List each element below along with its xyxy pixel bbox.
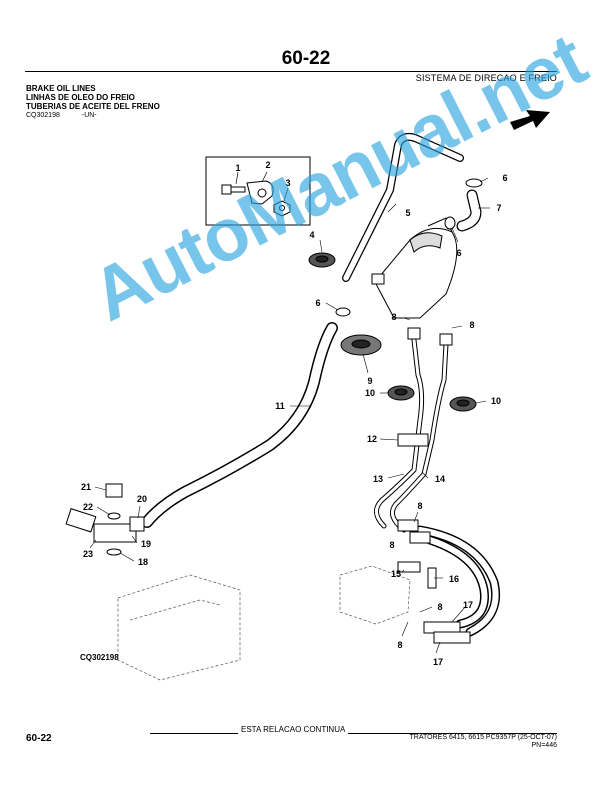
callout-7: 7 [496, 203, 501, 213]
elbow-hose-7 [456, 189, 482, 232]
callout-6b: 6 [456, 248, 461, 258]
callout-8c: 8 [417, 501, 422, 511]
callout-8f: 8 [397, 640, 402, 650]
grommet-9 [340, 334, 382, 356]
line-fittings [407, 327, 453, 346]
callout-4: 4 [309, 230, 314, 240]
caption-spanish: TUBERIAS DE ACEITE DEL FRENO [26, 102, 160, 111]
brake-reservoir [371, 217, 458, 319]
bolt-part [221, 184, 246, 195]
callout-16: 16 [449, 574, 459, 584]
hose-11 [141, 322, 338, 528]
callout-15: 15 [391, 569, 401, 579]
hose-clamp-6c [335, 307, 351, 317]
footer-page-number: 60-22 [26, 733, 52, 744]
callout-13: 13 [373, 474, 383, 484]
callout-numbers: 1 2 3 4 5 6 7 6 6 8 8 9 10 10 11 12 13 1… [81, 160, 508, 667]
clamp-part [246, 180, 274, 205]
bracket-15-bolt-16 [397, 561, 437, 589]
callout-23: 23 [83, 549, 93, 559]
callout-11: 11 [275, 401, 285, 411]
caption-english: BRAKE OIL LINES [26, 84, 96, 93]
caption-portuguese: LINHAS DE OLEO DO FREIO [26, 93, 135, 102]
callout-2: 2 [265, 160, 270, 170]
hose-clamp-6b [444, 216, 456, 230]
callout-leaders [89, 177, 490, 654]
figure-code-suffix: -UN- [81, 112, 97, 119]
callout-12: 12 [367, 434, 377, 444]
footer-info: TRATORES 6415, 6615 PC9357P (25-OCT-07) … [410, 734, 557, 750]
hose-clamp-6a [465, 178, 483, 188]
grommet-4 [308, 252, 336, 268]
grommet-10-right [449, 396, 477, 412]
nut-part [273, 200, 291, 217]
publication-info: TRATORES 6415, 6615 PC9357P (25-OCT-07) [409, 734, 557, 741]
figure-reference-bottom: CQ302198 [80, 653, 119, 662]
figure-code: CQ302198 [26, 112, 60, 119]
hose-5 [342, 132, 464, 282]
callout-21: 21 [81, 482, 91, 492]
continues-rule [150, 733, 557, 734]
pn-info: PN=446 [531, 742, 558, 749]
callout-8a: 8 [391, 312, 396, 322]
callout-5: 5 [405, 208, 410, 218]
callout-10b: 10 [491, 396, 501, 406]
frame-outline [117, 565, 411, 681]
callout-8b: 8 [469, 320, 474, 330]
callout-17b: 17 [433, 657, 443, 667]
figure-captions: BRAKE OIL LINES LINHAS DE OLEO DO FREIO … [26, 84, 160, 111]
callout-10a: 10 [365, 388, 375, 398]
page-title: 60-22 [281, 48, 331, 69]
callout-8d: 8 [389, 540, 394, 550]
line-clamp-12 [397, 433, 429, 447]
callout-6c: 6 [315, 298, 320, 308]
callout-1: 1 [235, 163, 240, 173]
valve-assembly [65, 483, 145, 556]
callout-17a: 17 [463, 600, 473, 610]
header-rule [25, 71, 557, 72]
callout-3: 3 [285, 178, 290, 188]
callout-8e: 8 [437, 602, 442, 612]
hose-end-fittings-17 [397, 519, 471, 644]
flex-hoses-17 [415, 525, 501, 637]
callout-18: 18 [138, 557, 148, 567]
inset-box [205, 156, 311, 226]
brake-lines-13-14 [374, 337, 449, 533]
callout-14: 14 [435, 474, 445, 484]
figure-reference-top: CQ302198 -UN- [26, 112, 97, 119]
direction-arrow-icon [510, 110, 550, 130]
callout-22: 22 [83, 502, 93, 512]
section-title: SISTEMA DE DIRECAO E FREIO [415, 73, 557, 83]
callout-19: 19 [141, 539, 151, 549]
callout-6a: 6 [502, 173, 507, 183]
inset-leaders [235, 171, 289, 202]
callout-20: 20 [137, 494, 147, 504]
callout-9: 9 [367, 376, 372, 386]
grommet-10-left [387, 385, 415, 401]
continues-note: ESTA RELACAO CONTINUA [238, 725, 349, 734]
